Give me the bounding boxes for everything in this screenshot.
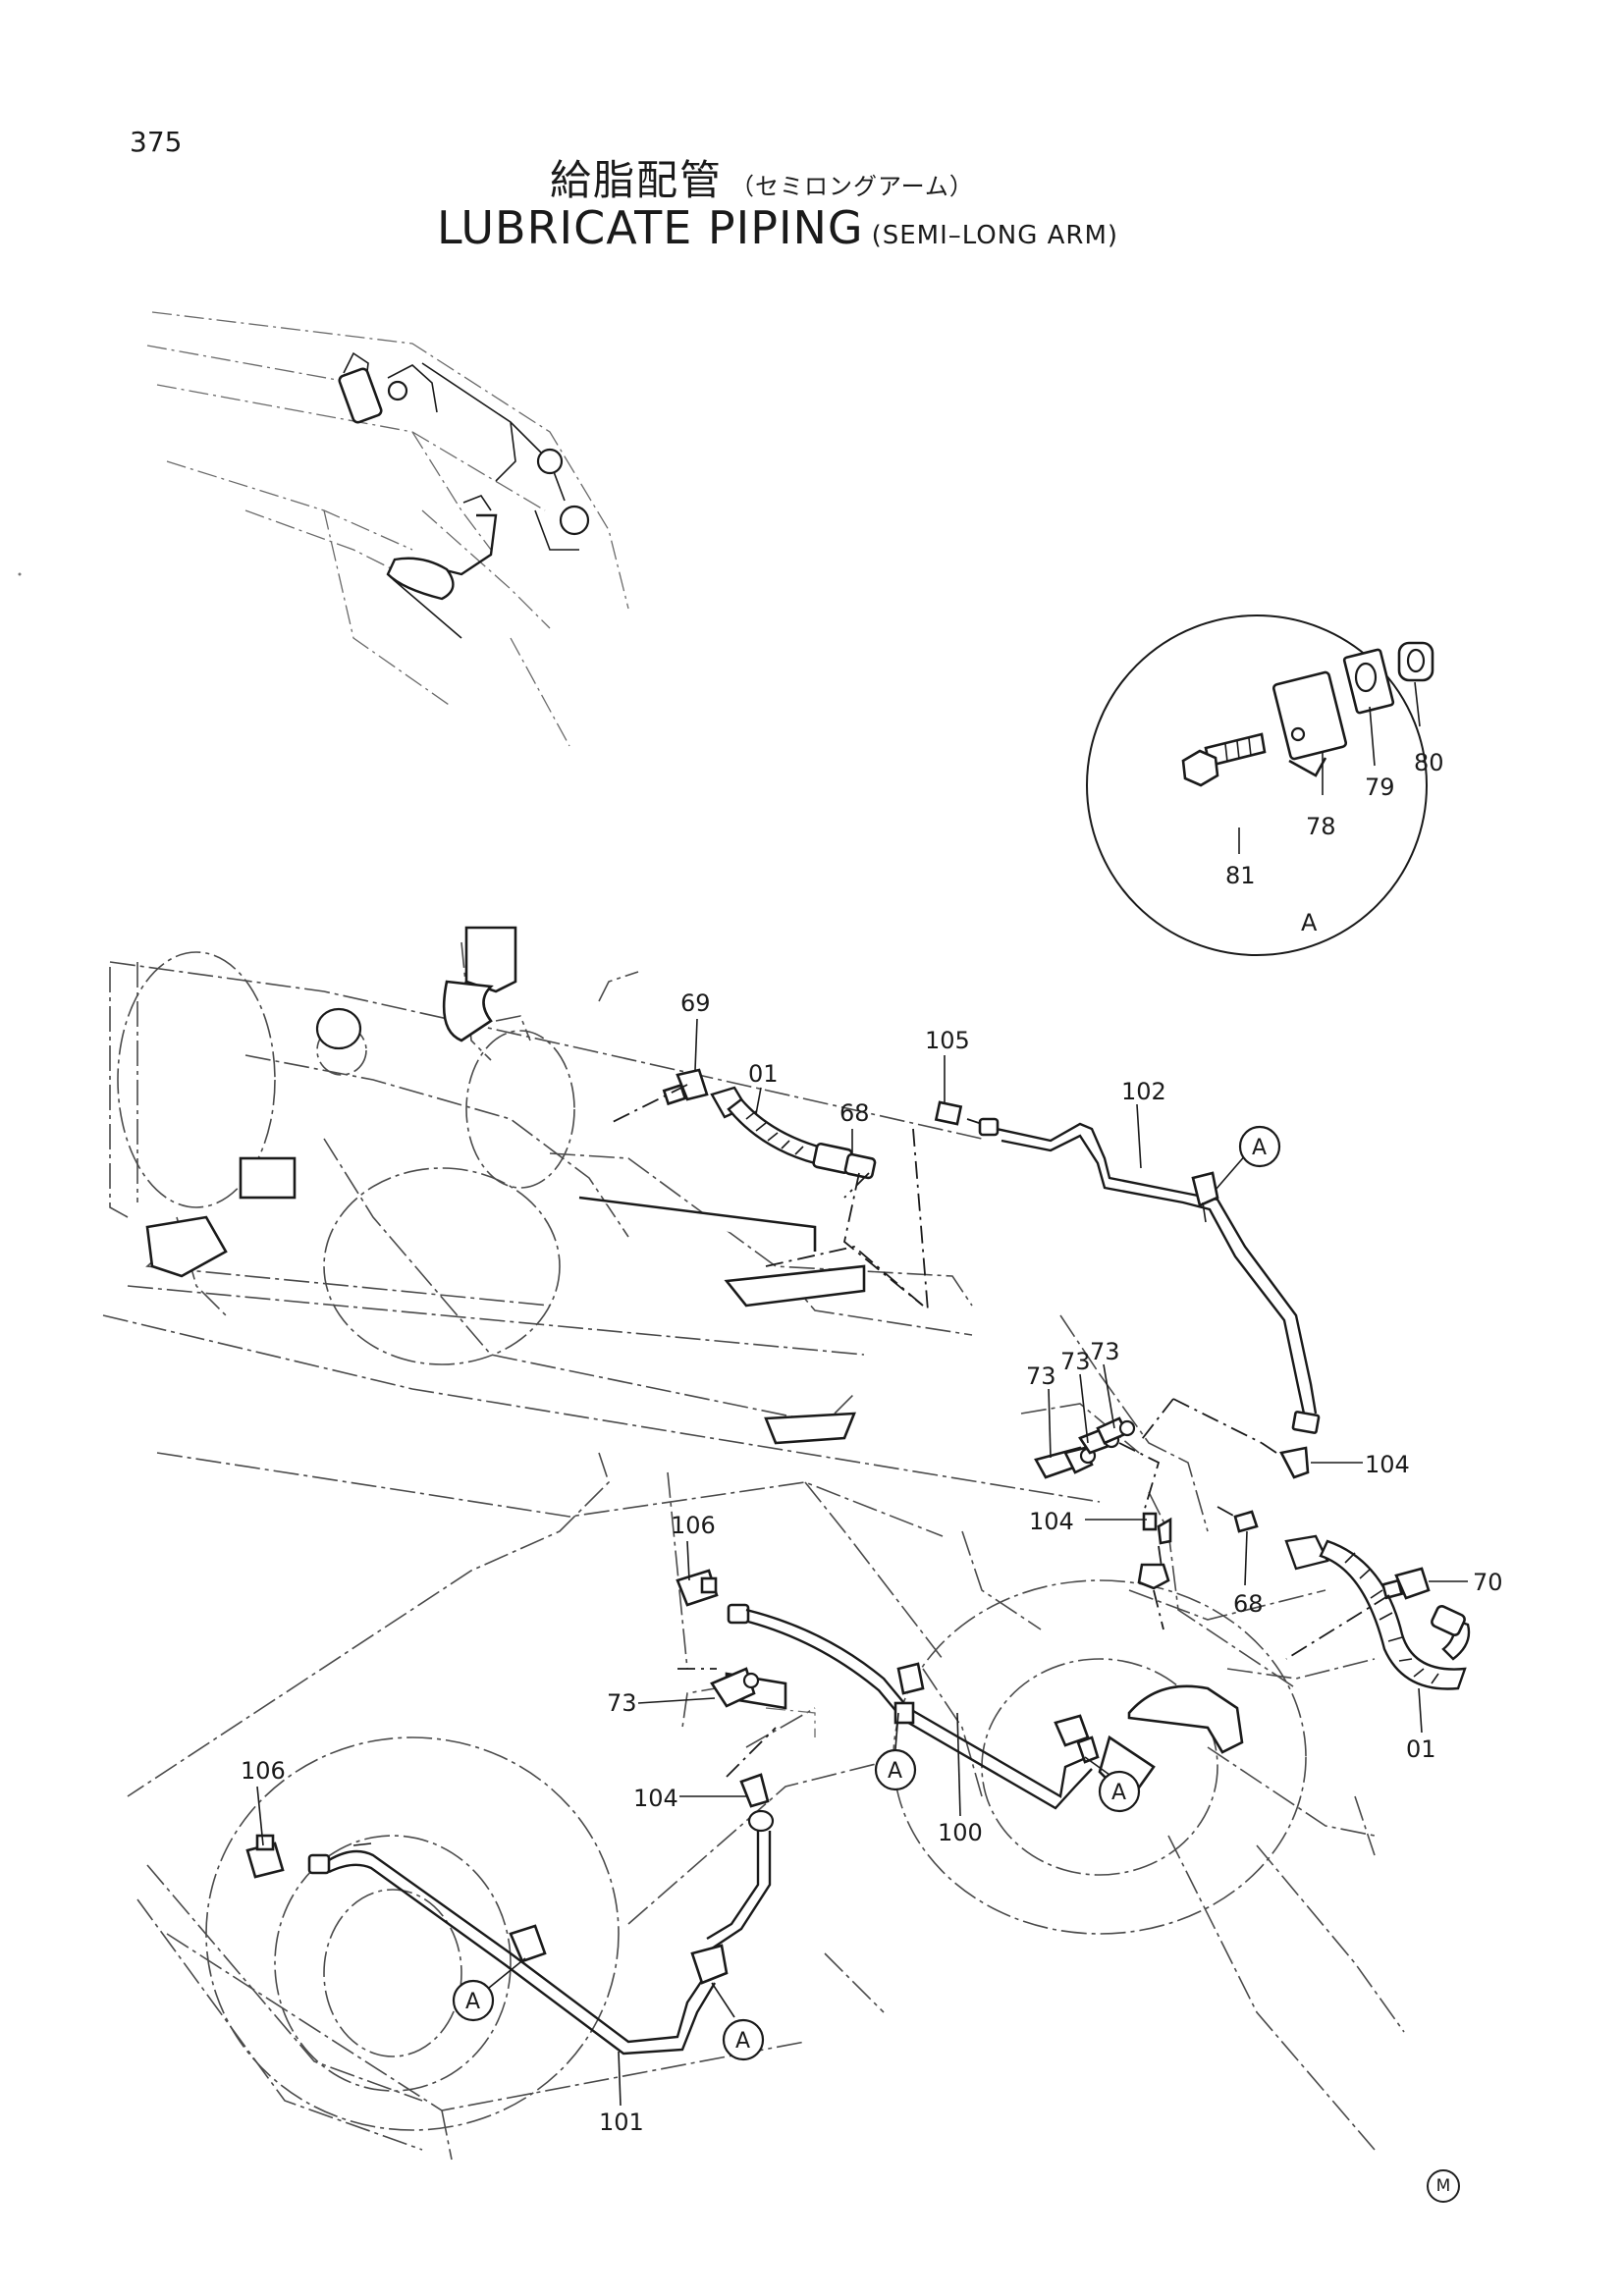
detail-label-79: 79 <box>1365 774 1395 801</box>
callout-104-lower: 104 <box>633 1785 678 1812</box>
clamp-ref-a-2-label: A <box>888 1759 902 1784</box>
title-en-main: LUBRICATE PIPING <box>437 201 864 254</box>
pipe-100-assembly <box>676 1569 1100 1949</box>
title-en-subtitle: (SEMI–LONG ARM) <box>871 221 1119 250</box>
callout-69: 69 <box>680 989 711 1017</box>
page-number: 375 <box>130 126 183 158</box>
callout-73-lower: 73 <box>607 1689 637 1717</box>
detail-view-label: A <box>1301 909 1318 936</box>
pipe-102 <box>996 1122 1318 1415</box>
detail-label-80: 80 <box>1414 749 1444 776</box>
clamp-ref-a-5-label: A <box>735 2029 750 2054</box>
callout-68-upper: 68 <box>839 1099 870 1127</box>
callout-01-lower: 01 <box>1406 1735 1436 1763</box>
clamp-ref-a-1-label: A <box>1252 1136 1267 1160</box>
block-left <box>239 1156 297 1200</box>
fitting-73-lower <box>710 1667 756 1708</box>
manufacturer-mark: M <box>1427 2169 1460 2203</box>
arm-structure-outline <box>102 941 1405 2161</box>
fitting-104-upper <box>1279 1446 1310 1479</box>
detail-label-78: 78 <box>1306 813 1336 840</box>
clamp-ref-a-3-label: A <box>1111 1781 1126 1805</box>
page-title-japanese: 給脂配管（セミロングアーム） <box>550 147 974 207</box>
fitting-cluster-73 <box>1034 1416 1310 1630</box>
pipe-102-assembly <box>934 1100 1321 1444</box>
callout-105: 105 <box>925 1027 970 1054</box>
bracket-right <box>1127 1684 1244 1754</box>
callout-104-mid: 104 <box>1029 1508 1074 1535</box>
callout-73-a: 73 <box>1026 1362 1056 1390</box>
detail-part-78-clamp <box>1271 670 1348 761</box>
clamp-ref-a-1 <box>1238 1125 1281 1168</box>
fitting-104-mid <box>1157 1517 1172 1545</box>
fitting-105 <box>934 1100 963 1126</box>
clamp-references: A A A A A <box>452 1125 1281 2061</box>
bracket-upper <box>464 926 517 993</box>
clamp-ref-a-4-label: A <box>465 1990 480 2014</box>
fitting-68-upper <box>843 1152 877 1180</box>
fitting-70 <box>1394 1567 1431 1600</box>
fitting-68-lower <box>1233 1510 1259 1533</box>
upper-hose-assembly <box>608 1068 929 1311</box>
callout-101: 101 <box>599 2109 644 2136</box>
right-hose-assembly <box>1284 1534 1471 1690</box>
callout-labels: 69 01 68 105 102 73 73 73 104 104 68 70 … <box>241 989 1503 2136</box>
hose-01-lower <box>1319 1539 1467 1690</box>
callout-73-b: 73 <box>1060 1348 1091 1375</box>
overview-arm-sketch <box>18 311 629 747</box>
pipe-101-assembly <box>245 1834 729 2056</box>
callout-102: 102 <box>1121 1078 1166 1105</box>
title-ja-main: 給脂配管 <box>550 156 724 204</box>
pipe-101 <box>328 1849 708 2044</box>
callout-70: 70 <box>1473 1569 1503 1596</box>
callout-01-upper: 01 <box>748 1060 779 1088</box>
clamp-ref-a-5 <box>722 2018 765 2061</box>
callout-100: 100 <box>938 1819 983 1846</box>
callout-73-c: 73 <box>1090 1338 1120 1365</box>
callout-106-lower: 106 <box>241 1757 286 1785</box>
callout-104-upper: 104 <box>1365 1451 1410 1478</box>
clamp-ref-a-3 <box>1098 1770 1141 1813</box>
callout-68-lower: 68 <box>1233 1590 1264 1618</box>
hose-01-upper <box>727 1097 827 1165</box>
pipe-100 <box>745 1608 1089 1798</box>
detail-label-81: 81 <box>1225 862 1256 889</box>
callout-leaders <box>256 1018 1468 2107</box>
clamp-ref-a-4 <box>452 1979 495 2022</box>
fitting-104-lower <box>739 1773 770 1808</box>
detail-view-a: 78 79 80 81 A <box>1086 614 1444 956</box>
pad-left <box>145 1215 228 1278</box>
title-ja-subtitle: （セミロングアーム） <box>730 173 974 200</box>
clamp-ref-a-2 <box>874 1748 917 1791</box>
callout-106-upper: 106 <box>671 1512 716 1539</box>
page-title-english: LUBRICATE PIPING(SEMI–LONG ARM) <box>437 201 1118 254</box>
